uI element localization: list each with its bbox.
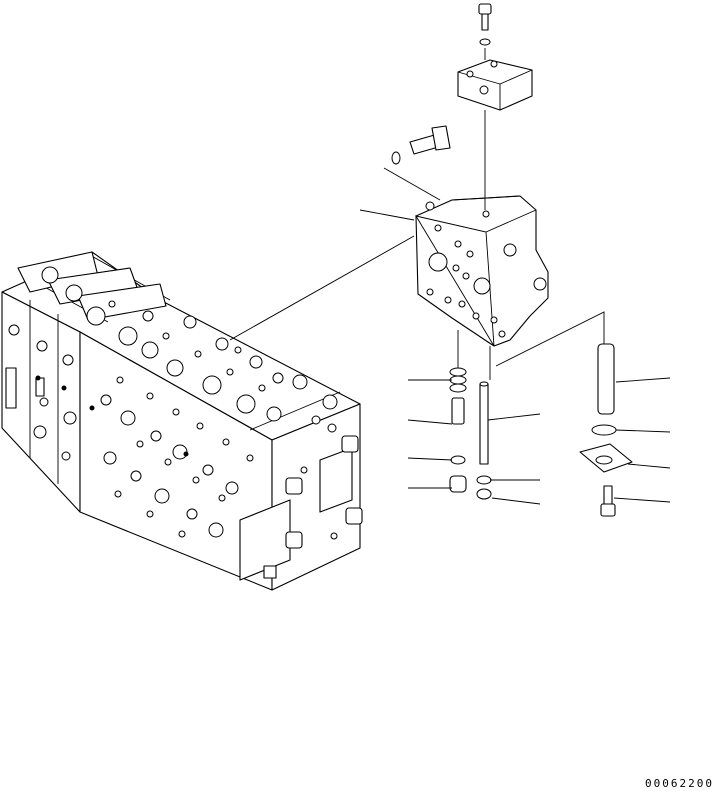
spool [476, 381, 492, 500]
drawing-code: 00062200 [645, 777, 714, 790]
leader-lines [229, 209, 671, 505]
cap-screw-top [478, 3, 492, 46]
side-bolt [391, 125, 451, 165]
relief-valve-column [579, 343, 633, 517]
control-valve-assembly [1, 251, 363, 591]
end-plug [285, 435, 363, 549]
seal-stack-left [449, 367, 467, 493]
top-cover [457, 59, 533, 111]
valve-section-block [415, 195, 549, 347]
